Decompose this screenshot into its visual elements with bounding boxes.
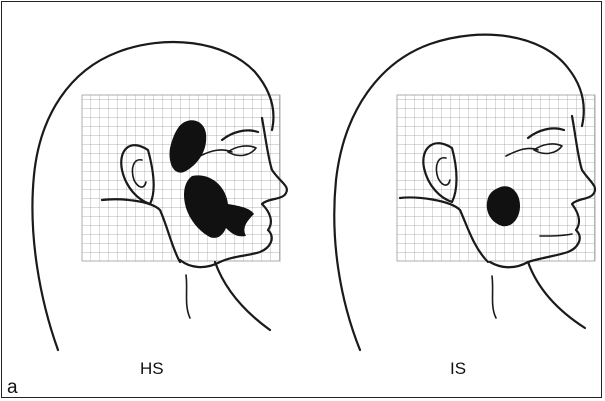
caption-is: IS bbox=[450, 359, 466, 379]
throat-detail bbox=[186, 275, 190, 318]
head-figure-is bbox=[334, 35, 595, 350]
panel-label: a bbox=[7, 377, 18, 399]
grid-overlay bbox=[82, 95, 280, 261]
caption-hs: HS bbox=[140, 359, 164, 379]
head-figure-hs bbox=[32, 42, 286, 350]
neck-front bbox=[215, 262, 270, 330]
neck-front bbox=[528, 262, 585, 328]
throat-detail bbox=[492, 276, 496, 318]
